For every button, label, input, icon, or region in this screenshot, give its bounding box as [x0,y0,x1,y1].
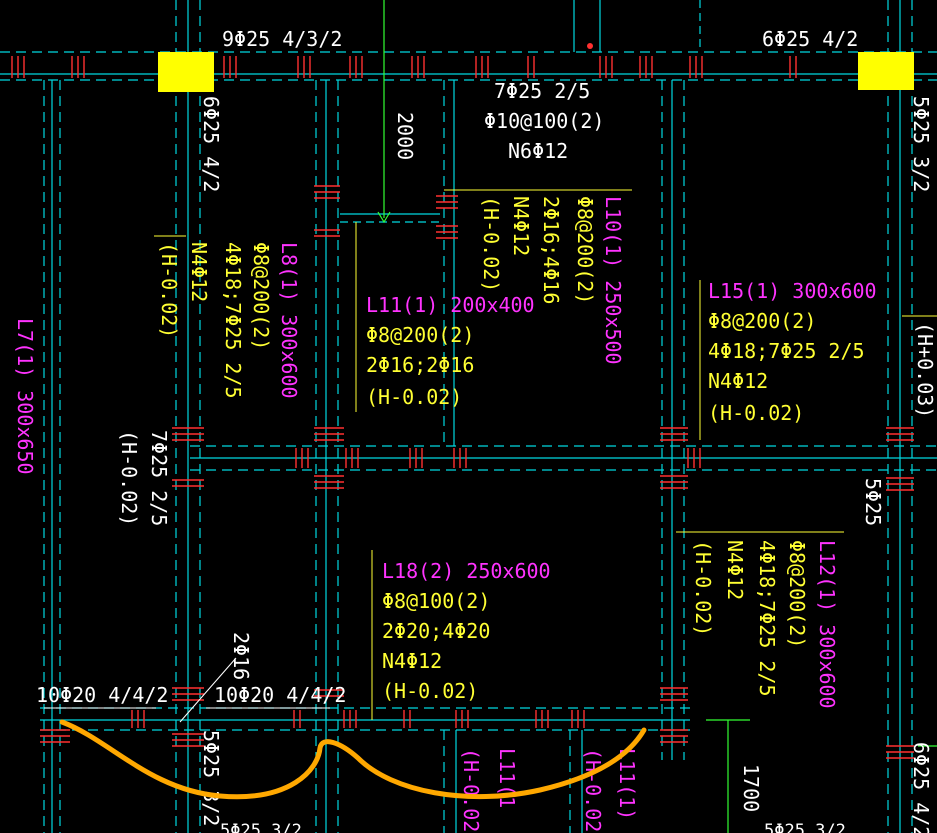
beam-l8-stirrup: Φ8@200(2) [249,242,273,350]
rebar-tick-group [131,710,585,728]
right-mid-bars-label[interactable]: 5Φ25 [861,478,885,526]
beam-l18-side: N4Φ12 [382,649,442,673]
center-stirrup-label[interactable]: Φ10@100(2) [484,109,604,133]
beam-l15-side: N4Φ12 [708,369,768,393]
beam-l7-name[interactable]: L7(1) 300x650 [13,318,37,475]
beam-l8-side: N4Φ12 [187,242,211,302]
leader-lines [44,0,937,833]
markup-freehand-stroke[interactable] [59,719,647,800]
beam-l12-stirrup: Φ8@200(2) [785,540,809,648]
bottom-left-bars-label[interactable]: 10Φ20 4/4/2 [36,683,168,707]
beam-l11-offset: (H-0.02) [366,385,462,409]
rebar-tick-group [40,185,914,759]
beam-l12-annotation[interactable]: L12(1) 300x600 Φ8@200(2) 4Φ18;7Φ25 2/5 N… [691,540,839,709]
beam-l11-stirrup: Φ8@200(2) [366,323,474,347]
bottom-l11-offset[interactable]: (H-0.02) [459,748,483,833]
beam-l12-name: L12(1) 300x600 [815,540,839,709]
beam-l10-side: N4Φ12 [509,196,533,256]
beam-l15-bars: 4Φ18;7Φ25 2/5 [708,339,865,363]
beam-l10-name: L10(1) 250x500 [601,196,625,365]
beam-l11-name: L11(1) 200x400 [366,293,535,317]
column-right[interactable] [858,52,914,90]
right-edge-top-bars-label[interactable]: 5Φ25 3/2 [909,96,933,192]
column-left[interactable] [158,52,214,92]
beam-l11-annotation[interactable]: L11(1) 200x400 Φ8@200(2) 2Φ16;2Φ16 (H-0.… [366,293,535,409]
beam-l10-offset: (H-0.02) [479,196,503,292]
beam-l10-annotation[interactable]: L10(1) 250x500 Φ8@200(2) 2Φ16;4Φ16 N4Φ12… [479,196,625,365]
beam-l11-bars: 2Φ16;2Φ16 [366,353,474,377]
beam-l18-bars: 2Φ20;4Φ20 [382,619,490,643]
center-top-bars-label[interactable]: 7Φ25 2/5 [494,79,590,103]
beam-l15-annotation[interactable]: L15(1) 300x600 Φ8@200(2) 4Φ18;7Φ25 2/5 N… [708,279,877,425]
beam-l18-offset: (H-0.02) [382,679,478,703]
rebar-tick-group [11,56,797,78]
bottom-partial-right-label[interactable]: 5Φ25 3/2 [764,821,846,833]
beam-l8-bars: 4Φ18;7Φ25 2/5 [221,242,245,399]
beam-l15-offset: (H-0.02) [708,401,804,425]
rebar-ticks [11,43,914,759]
beam-l12-side: N4Φ12 [723,540,747,600]
bottom-right-edge-bars-label[interactable]: 6Φ25 4/2 [909,742,933,833]
red-point-marker [587,43,593,49]
bottom-l11-name[interactable]: L11(1 [495,748,519,808]
beam-l12-offset: (H-0.02) [691,540,715,636]
beam-l18-name: L18(2) 250x600 [382,559,551,583]
rebar-tick-group [295,448,701,468]
left-mid-offset-label[interactable]: (H-0.02) [117,430,141,526]
right-edge-offset-label[interactable]: (H+0.03) [913,322,937,418]
beam-l10-stirrup: Φ8@200(2) [573,196,597,304]
beam-l10-bars: 2Φ16;4Φ16 [539,196,563,304]
dimension-1700-label[interactable]: 1700 [739,764,763,812]
waist-bars-label[interactable]: 2Φ16 [229,632,253,680]
beam-l15-stirrup: Φ8@200(2) [708,309,816,333]
beam-l18-stirrup: Φ8@100(2) [382,589,490,613]
label-leader [179,657,237,723]
bottom-l11b-offset[interactable]: (H-0.02) [581,748,605,833]
column-top-bars-label[interactable]: 6Φ25 4/2 [199,96,223,192]
beam-l8-name: L8(1) 300x600 [277,242,301,399]
beam-l12-bars: 4Φ18;7Φ25 2/5 [755,540,779,697]
arrow-icon [377,211,391,224]
center-side-bars-label[interactable]: N6Φ12 [508,139,568,163]
left-mid-bars-label[interactable]: 7Φ25 2/5 [147,430,171,526]
beam-l8-annotation[interactable]: L8(1) 300x600 Φ8@200(2) 4Φ18;7Φ25 2/5 N4… [157,242,301,399]
bottom-column-bars-label[interactable]: 5Φ25 3/2 [199,730,223,826]
dimension-2000-label[interactable]: 2000 [393,112,417,160]
beam-l15-name: L15(1) 300x600 [708,279,877,303]
beam-l8-offset: (H-0.02) [157,242,181,338]
top-bars-left-label[interactable]: 9Φ25 4/3/2 [222,27,342,51]
bottom-partial-left-label[interactable]: 5Φ25 3/2 [220,821,302,833]
beam-l18-annotation[interactable]: L18(2) 250x600 Φ8@100(2) 2Φ20;4Φ20 N4Φ12… [382,559,551,703]
bottom-mid-bars-label[interactable]: 10Φ20 4/4/2 [214,683,346,707]
top-bars-right-label[interactable]: 6Φ25 4/2 [762,27,858,51]
